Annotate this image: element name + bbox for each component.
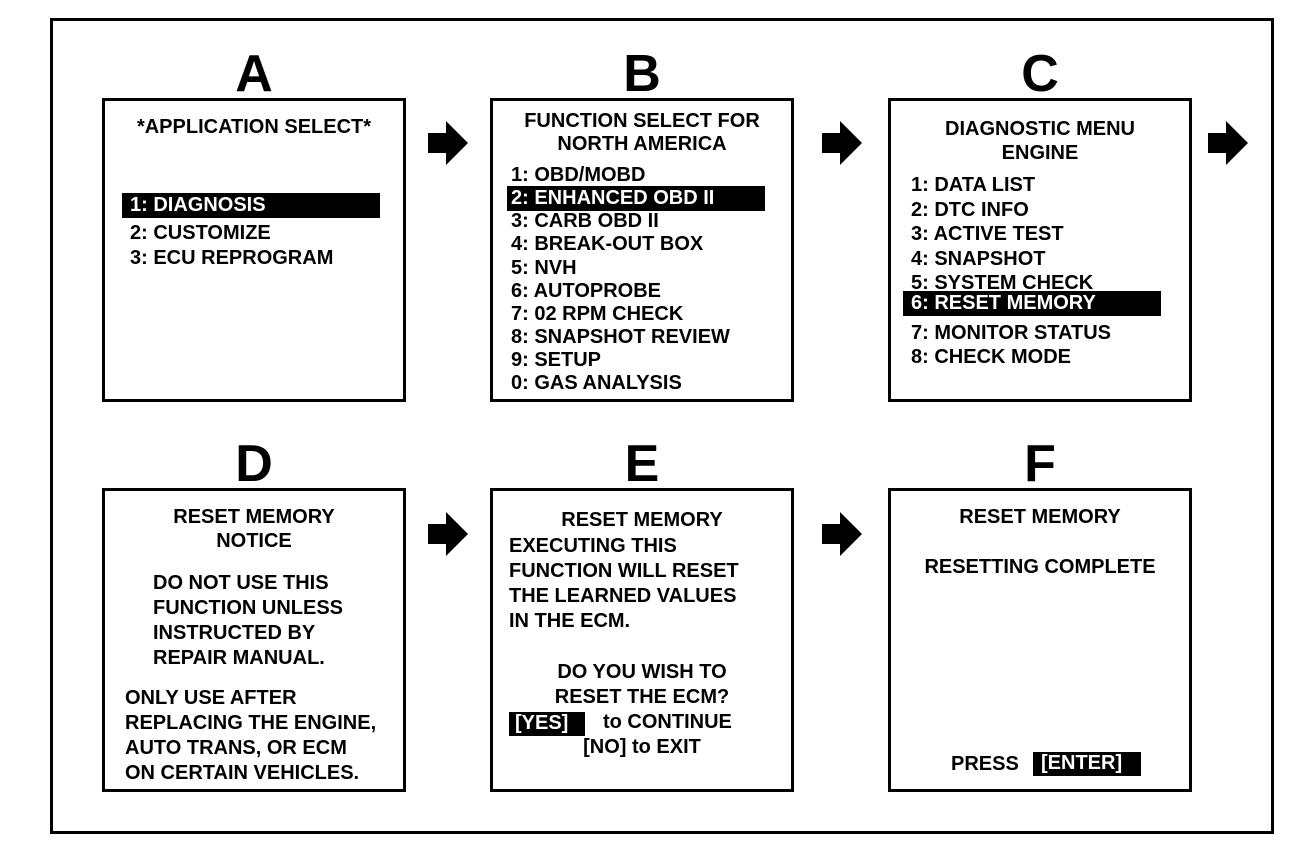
yes-key-button[interactable]: [YES] bbox=[515, 712, 569, 734]
screen-c-diagnostic-menu: DIAGNOSTIC MENU ENGINE 1: DATA LIST 2: D… bbox=[888, 98, 1192, 402]
question-line2: RESET THE ECM? bbox=[554, 686, 730, 708]
screen-e-reset-confirm: RESET MEMORY EXECUTING THIS FUNCTION WIL… bbox=[490, 488, 794, 792]
press-label: PRESS bbox=[951, 753, 1019, 775]
note-line: REPLACING THE ENGINE, bbox=[125, 712, 377, 734]
menu-item-diagnosis[interactable]: 1: DIAGNOSIS bbox=[130, 194, 266, 216]
enter-key-highlight bbox=[1033, 752, 1141, 776]
menu-item[interactable]: 7: 02 RPM CHECK bbox=[511, 303, 684, 325]
menu-item[interactable]: 3: CARB OBD II bbox=[511, 210, 659, 232]
warning-line: FUNCTION UNLESS bbox=[153, 597, 343, 619]
warning-line: INSTRUCTED BY bbox=[153, 622, 316, 644]
screen-a-application-select: *APPLICATION SELECT* 1: DIAGNOSIS 2: CUS… bbox=[102, 98, 406, 402]
screen-title-line2: NOTICE bbox=[216, 530, 292, 552]
menu-item[interactable]: 2: ENHANCED OBD II bbox=[511, 187, 715, 209]
note-line: AUTO TRANS, OR ECM bbox=[125, 737, 347, 759]
selection-highlight bbox=[903, 291, 1161, 316]
arrow-right-icon bbox=[428, 121, 468, 165]
menu-item[interactable]: 8: SNAPSHOT REVIEW bbox=[511, 326, 730, 348]
status-message: RESETTING COMPLETE bbox=[924, 556, 1156, 578]
menu-item[interactable]: 1: DATA LIST bbox=[911, 174, 1036, 196]
panel-letter-e: E bbox=[624, 435, 660, 493]
body-line: IN THE ECM. bbox=[509, 610, 631, 632]
menu-item[interactable]: 4: BREAK-OUT BOX bbox=[511, 233, 704, 255]
menu-item[interactable]: 7: MONITOR STATUS bbox=[911, 322, 1111, 344]
screen-title-line1: RESET MEMORY bbox=[173, 506, 335, 528]
screen-d-reset-notice: RESET MEMORY NOTICE DO NOT USE THIS FUNC… bbox=[102, 488, 406, 792]
screen-title: *APPLICATION SELECT* bbox=[136, 116, 372, 138]
panel-letter-a: A bbox=[235, 45, 273, 103]
arrow-right-icon bbox=[822, 512, 862, 556]
menu-item-reset-memory[interactable]: 6: RESET MEMORY bbox=[911, 292, 1096, 314]
menu-item[interactable]: 5: SYSTEM CHECK bbox=[911, 272, 1094, 294]
screen-title-line1: FUNCTION SELECT FOR bbox=[524, 110, 760, 132]
note-line: ON CERTAIN VEHICLES. bbox=[125, 762, 360, 784]
body-line: THE LEARNED VALUES bbox=[509, 585, 737, 607]
menu-item[interactable]: 6: AUTOPROBE bbox=[511, 280, 662, 302]
no-exit-text[interactable]: [NO] to EXIT bbox=[583, 736, 701, 758]
yes-continue-text: to CONTINUE bbox=[603, 711, 732, 733]
question-line1: DO YOU WISH TO bbox=[557, 661, 727, 683]
screen-title-line2: NORTH AMERICA bbox=[557, 133, 727, 155]
selection-highlight bbox=[122, 193, 380, 218]
menu-item-customize[interactable]: 2: CUSTOMIZE bbox=[130, 222, 271, 244]
menu-item[interactable]: 5: NVH bbox=[511, 257, 577, 279]
screen-title: RESET MEMORY bbox=[959, 506, 1121, 528]
enter-key-button[interactable]: [ENTER] bbox=[1041, 752, 1123, 774]
diagram-frame bbox=[50, 18, 1274, 834]
menu-item[interactable]: 4: SNAPSHOT bbox=[911, 248, 1046, 270]
arrow-right-icon bbox=[1208, 121, 1248, 165]
panel-letter-b: B bbox=[623, 45, 661, 103]
menu-item-ecu-reprogram[interactable]: 3: ECU REPROGRAM bbox=[130, 247, 334, 269]
arrow-right-icon bbox=[428, 512, 468, 556]
screen-title-line1: DIAGNOSTIC MENU bbox=[945, 118, 1135, 140]
selection-highlight bbox=[507, 186, 765, 211]
body-line: EXECUTING THIS bbox=[509, 535, 677, 557]
body-line: FUNCTION WILL RESET bbox=[509, 560, 739, 582]
panel-letter-d: D bbox=[235, 435, 273, 493]
screen-b-function-select: FUNCTION SELECT FOR NORTH AMERICA 1: OBD… bbox=[490, 98, 794, 402]
screen-title-line2: ENGINE bbox=[1001, 142, 1079, 164]
menu-item[interactable]: 2: DTC INFO bbox=[911, 199, 1029, 221]
panel-letter-c: C bbox=[1021, 45, 1059, 103]
screen-title: RESET MEMORY bbox=[561, 509, 723, 531]
menu-item[interactable]: 0: GAS ANALYSIS bbox=[511, 372, 682, 394]
menu-item[interactable]: 9: SETUP bbox=[511, 349, 602, 371]
note-line: ONLY USE AFTER bbox=[125, 687, 297, 709]
panel-letter-f: F bbox=[1024, 435, 1056, 493]
warning-line: DO NOT USE THIS bbox=[153, 572, 329, 594]
screen-f-reset-complete: RESET MEMORY RESETTING COMPLETE PRESS [E… bbox=[888, 488, 1192, 792]
menu-item[interactable]: 3: ACTIVE TEST bbox=[911, 223, 1064, 245]
menu-item[interactable]: 8: CHECK MODE bbox=[911, 346, 1072, 368]
yes-key-highlight bbox=[509, 712, 585, 736]
warning-line: REPAIR MANUAL. bbox=[153, 647, 325, 669]
menu-item[interactable]: 1: OBD/MOBD bbox=[511, 164, 646, 186]
arrow-right-icon bbox=[822, 121, 862, 165]
